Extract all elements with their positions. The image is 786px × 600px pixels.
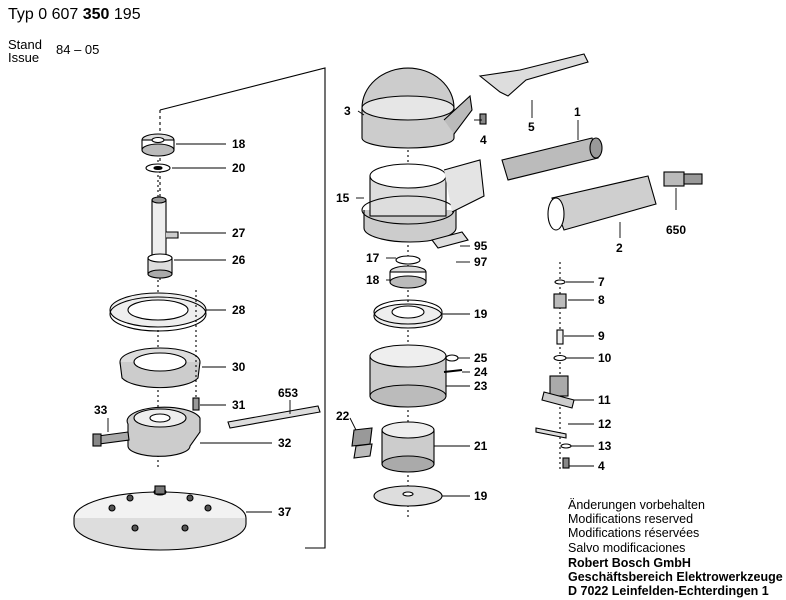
label-30: 30 [232, 360, 246, 374]
label-15: 15 [336, 191, 350, 205]
label-3: 3 [344, 104, 351, 118]
part-5-bracket [478, 53, 589, 97]
part-4-screw-bottom [562, 457, 570, 469]
label-25: 25 [474, 351, 488, 365]
label-9: 9 [598, 329, 605, 343]
part-28-ring-plate [109, 292, 207, 332]
label-28: 28 [232, 303, 246, 317]
issue-value: 84 – 05 [56, 42, 100, 57]
label-24: 24 [474, 365, 488, 379]
company-info: Robert Bosch GmbH Geschäftsbereich Elekt… [568, 556, 783, 599]
part-653-rod [227, 405, 321, 429]
label-10: 10 [598, 351, 612, 365]
stand-label: Stand [8, 37, 42, 52]
label-653: 653 [278, 386, 298, 400]
label-650: 650 [666, 223, 686, 237]
part-24-pin [443, 369, 463, 373]
part-8-valve [553, 293, 567, 309]
part-30-housing-ring [119, 347, 201, 389]
part-22-vanes [351, 427, 373, 459]
note-line: Modifications réservées [568, 526, 700, 541]
part-95-gasket [431, 231, 469, 249]
company-line: D 7022 Leinfelden-Echterdingen 1 [568, 584, 769, 599]
label-95: 95 [474, 239, 488, 253]
part-37-sanding-pad [73, 485, 247, 551]
part-13-washer [560, 443, 572, 449]
part-26-collar [147, 253, 173, 279]
label-4-bottom: 4 [598, 459, 605, 473]
label-26: 26 [232, 253, 246, 267]
typ-suffix: 195 [113, 6, 141, 23]
typ-number-bold: 350 [82, 6, 110, 23]
assembly-frame [159, 67, 326, 549]
label-20: 20 [232, 161, 246, 175]
part-18-bearing-lower [389, 265, 427, 289]
part-19-disc [373, 485, 443, 507]
label-18-lower: 18 [366, 273, 380, 287]
note-line: Salvo modificaciones [568, 540, 686, 555]
label-11: 11 [598, 393, 611, 407]
company-line: Geschäftsbereich Elektrowerkzeuge [568, 570, 783, 585]
label-8: 8 [598, 293, 605, 307]
label-97: 97 [474, 255, 488, 269]
label-27: 27 [232, 226, 246, 240]
label-2: 2 [616, 241, 623, 255]
note-line: Änderungen vorbehalten [568, 498, 705, 512]
note-line: Modifications reserved [568, 512, 694, 527]
part-21-rotor [381, 421, 435, 473]
modification-notes: Änderungen vorbehalten Modifications res… [568, 498, 705, 555]
label-4-top: 4 [480, 133, 487, 147]
typ-prefix: 0 607 [38, 6, 79, 23]
label-21: 21 [474, 439, 488, 453]
part-33-screw [92, 431, 130, 447]
part-17-ring [395, 255, 421, 265]
part-27-shaft [151, 196, 179, 261]
part-650-fitting [663, 171, 703, 187]
label-33: 33 [94, 403, 108, 417]
label-7: 7 [598, 275, 605, 289]
label-17: 17 [366, 251, 380, 265]
part-25-pin [445, 354, 459, 362]
issue-label: Issue [8, 50, 40, 65]
part-3-cover [361, 67, 473, 149]
part-10-ring [553, 354, 567, 362]
part-4-screw-top [479, 113, 487, 125]
part-18-bearing [141, 133, 175, 157]
part-12-clip [535, 427, 567, 439]
part-11-lever [541, 375, 575, 409]
label-19-upper: 19 [474, 307, 488, 321]
part-15-housing [361, 159, 485, 243]
label-23: 23 [474, 379, 488, 393]
part-9-spring [556, 329, 564, 345]
label-37: 37 [278, 505, 292, 519]
label-31: 31 [232, 398, 246, 412]
label-19-lower: 19 [474, 489, 488, 503]
typ-label: Typ [8, 6, 34, 23]
label-13: 13 [598, 439, 612, 453]
label-5: 5 [528, 120, 535, 134]
company-line: Robert Bosch GmbH [568, 556, 691, 570]
part-31-screw [192, 290, 200, 411]
label-22: 22 [336, 409, 350, 423]
part-2-grip [547, 175, 657, 231]
label-18: 18 [232, 137, 246, 151]
part-7-ring [554, 279, 566, 285]
label-12: 12 [598, 417, 612, 431]
part-19-plate [373, 299, 443, 329]
part-23-cylinder [369, 344, 447, 408]
label-1: 1 [574, 105, 581, 119]
label-32: 32 [278, 436, 292, 450]
document-title: Typ 0 607 350 195 [8, 6, 141, 24]
part-1-handle [501, 137, 603, 181]
part-32-eccentric [126, 406, 201, 457]
